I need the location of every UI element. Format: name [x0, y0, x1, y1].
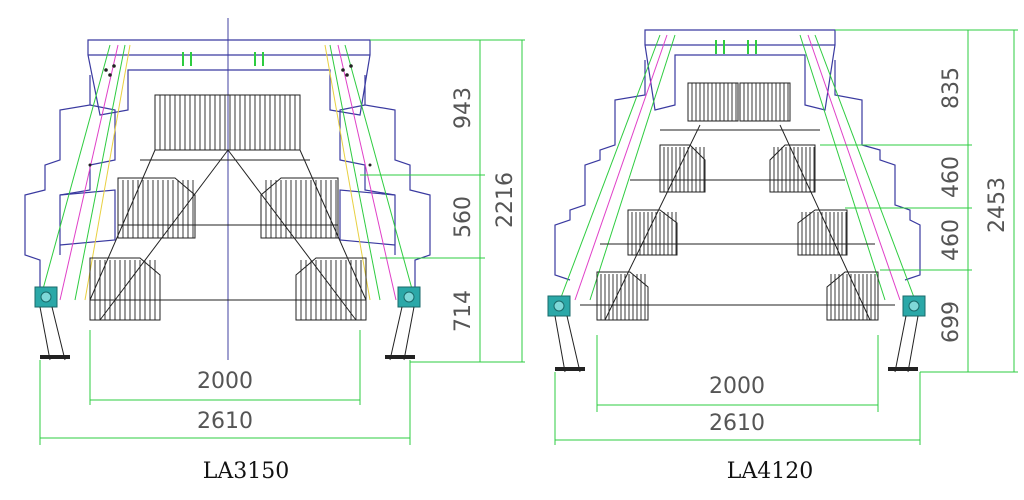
left-rail-outer	[39, 44, 111, 301]
dimension-lines-right	[554, 29, 1018, 445]
right-motor	[888, 295, 926, 373]
top-frame	[87, 39, 371, 116]
right-motor	[385, 286, 421, 361]
left-motor	[547, 295, 585, 373]
cage-tier-3	[627, 209, 848, 256]
cage-tier-2	[659, 144, 816, 193]
height-label-3: 714	[451, 290, 476, 332]
inner-width-label: 2000	[197, 369, 253, 394]
top-frame	[644, 29, 836, 111]
height-label-1: 835	[939, 67, 964, 109]
left-frame	[24, 75, 91, 300]
outer-width-label: 2610	[709, 411, 765, 436]
height-label-2: 560	[451, 196, 476, 238]
cage-tier-2	[117, 177, 339, 239]
left-motor	[34, 286, 70, 361]
outer-width-label: 2610	[197, 409, 253, 434]
inner-width-label: 2000	[709, 374, 765, 399]
total-height-label: 2453	[985, 177, 1010, 233]
right-frame	[834, 60, 921, 281]
height-label-2: 460	[939, 156, 964, 198]
right-frame	[364, 75, 431, 300]
model-label: LA3150	[203, 459, 290, 484]
diagram-la3150: 943 560 714 2216 2000 2610 LA3150	[24, 18, 525, 484]
dimension-lines-left	[39, 39, 525, 445]
height-label-4: 699	[939, 301, 964, 343]
model-label: LA4120	[727, 459, 814, 484]
diagram-la4120: 835 460 460 699 2453 2000 2610 LA4120	[547, 29, 1018, 484]
height-label-1: 943	[451, 87, 476, 129]
cage-tier-1	[687, 82, 791, 122]
total-height-label: 2216	[493, 172, 518, 228]
cage-tier-3	[89, 257, 367, 321]
height-label-3: 460	[939, 219, 964, 261]
left-frame	[554, 60, 646, 281]
cage-tier-4	[596, 271, 879, 321]
